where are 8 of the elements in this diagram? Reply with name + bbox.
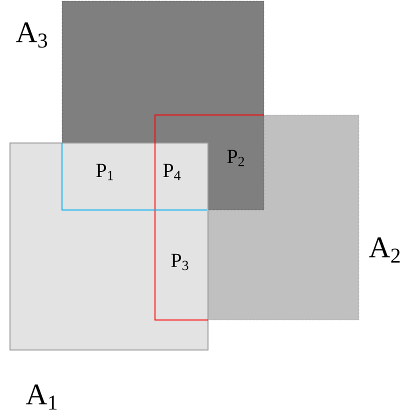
region-label: P$_{4}$ bbox=[163, 164, 181, 180]
set-label: A$_{3}$ bbox=[16, 22, 47, 48]
region-label: P$_{1}$ bbox=[96, 164, 113, 180]
set-label: A$_{1}$ bbox=[26, 384, 57, 410]
square-region bbox=[10, 142, 208, 350]
region-label: P$_{2}$ bbox=[227, 150, 244, 166]
region-label: P$_{3}$ bbox=[171, 254, 188, 270]
set-label: A$_{2}$ bbox=[368, 237, 400, 263]
